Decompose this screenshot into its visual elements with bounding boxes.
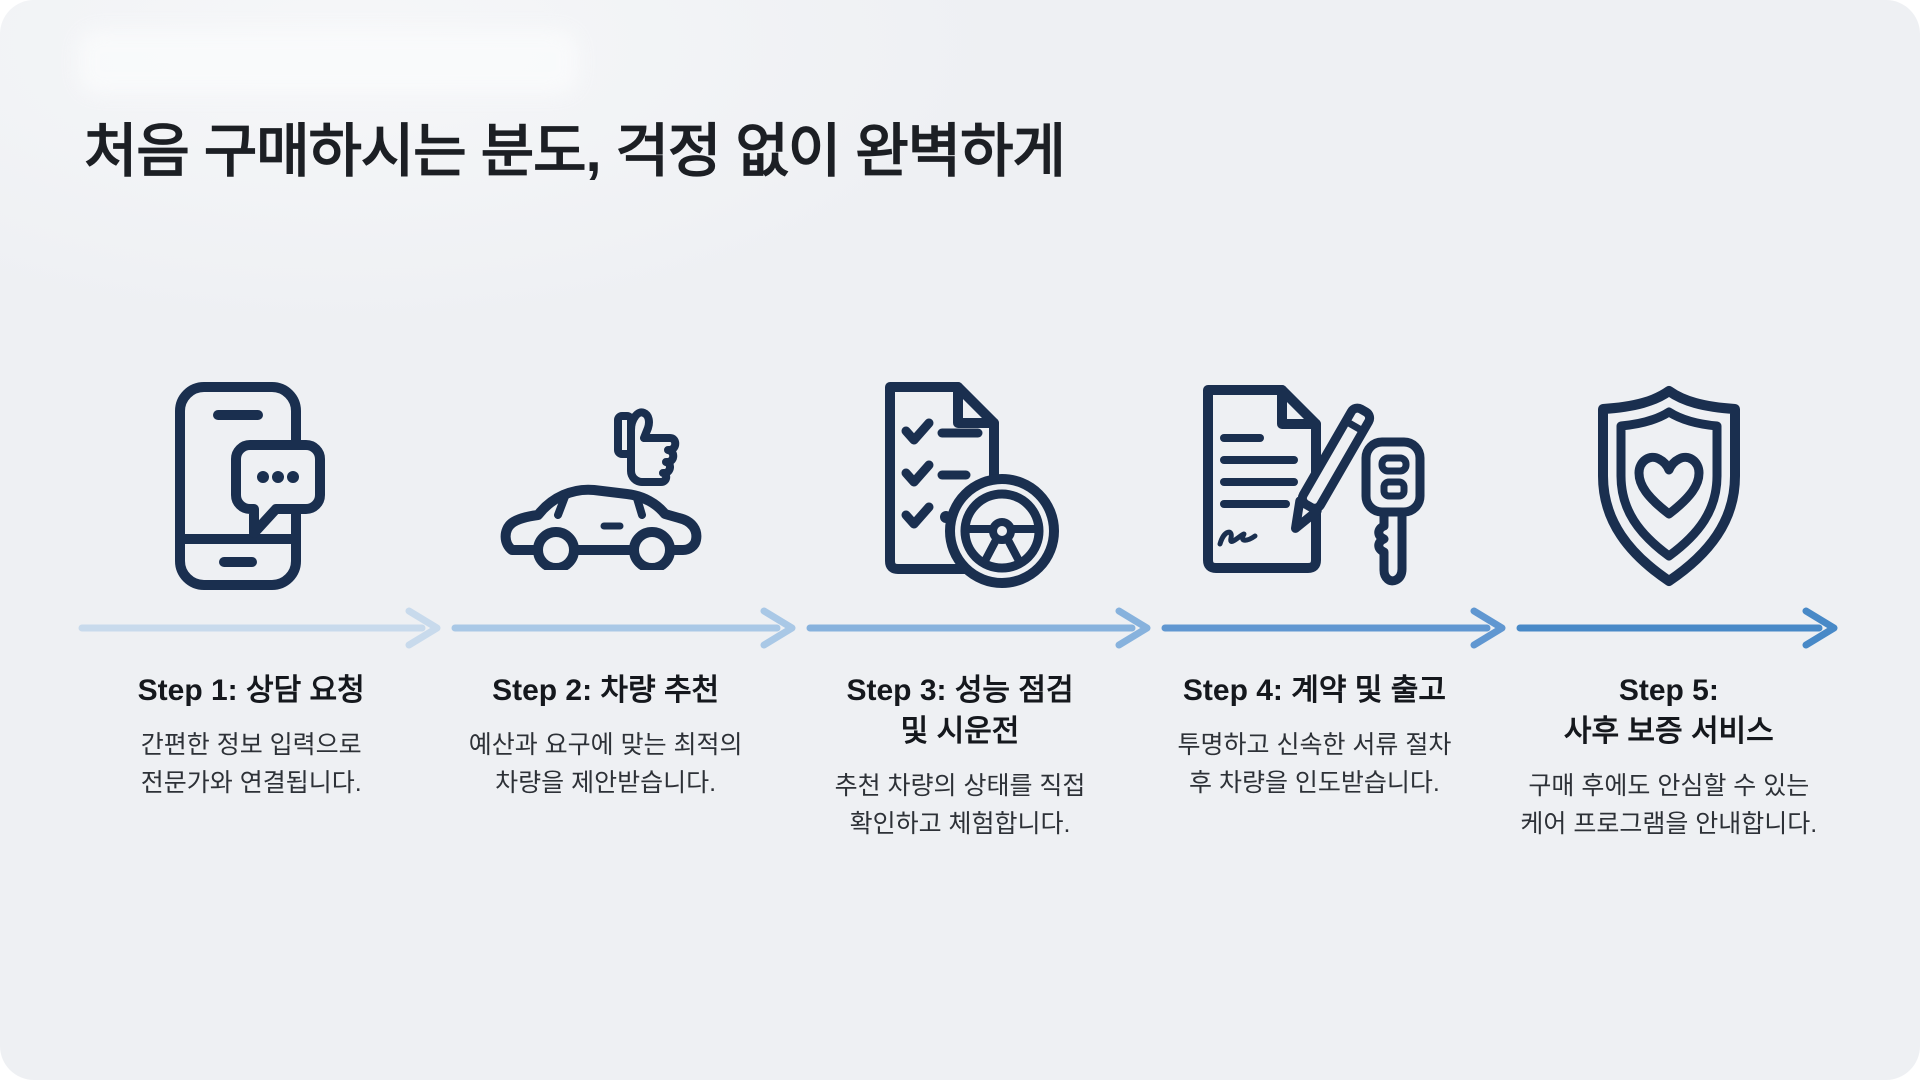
step-icon — [1194, 380, 1434, 592]
step-title: Step 4: 계약 및 출고 — [1182, 674, 1446, 707]
phone-chat-icon — [175, 382, 326, 590]
page-title: 처음 구매하시는 분도, 걱정 없이 완벽하게 — [84, 119, 1066, 184]
arrow-segment — [451, 607, 796, 649]
car-thumbsup-icon — [500, 408, 701, 570]
step-icon — [172, 380, 330, 592]
step-title: Step 2: 차량 추천 — [492, 674, 720, 707]
arrow-segment — [78, 607, 441, 649]
logo-placeholder — [78, 30, 578, 94]
step-title: Step 5:사후 보증 서비스 — [1563, 674, 1774, 748]
step-icon — [1587, 380, 1751, 592]
process-arrow — [78, 607, 1838, 649]
step-icon — [854, 380, 1066, 592]
step-title: Step 1: 상담 요청 — [137, 674, 365, 707]
checklist-steering-icon — [885, 382, 1060, 588]
arrow-segment — [1161, 607, 1506, 649]
contract-pen-key-icon — [1203, 384, 1425, 585]
shield-heart-icon — [1597, 385, 1740, 586]
arrow-segment — [806, 607, 1151, 649]
arrow-segment — [1516, 607, 1838, 649]
step-icon — [500, 380, 712, 592]
